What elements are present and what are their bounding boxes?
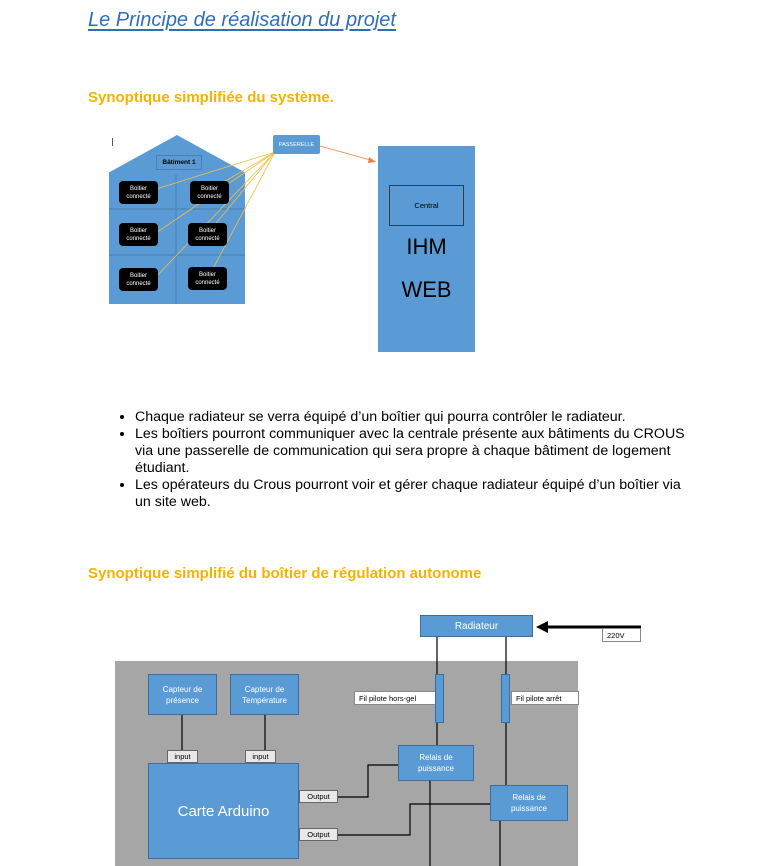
radiator-box: Radiateur bbox=[420, 615, 533, 637]
fuse-arret bbox=[501, 674, 510, 723]
section2-heading: Synoptique simplifié du boîtier de régul… bbox=[88, 565, 482, 582]
input-label: input bbox=[167, 750, 198, 763]
input-label: input bbox=[245, 750, 276, 763]
output-label: Output bbox=[299, 790, 338, 803]
building-label: Bâtiment 1 bbox=[156, 155, 202, 170]
output-label: Output bbox=[299, 828, 338, 841]
fuse-horsgel bbox=[435, 674, 444, 723]
fil-pilote-arret-label: Fil pilote arrêt bbox=[511, 691, 579, 705]
section1-heading: Synoptique simplifiée du système. bbox=[88, 89, 334, 106]
gateway-box: PASSERELLE bbox=[273, 135, 320, 154]
bullet-list: Chaque radiateur se verra équipé d’un bo… bbox=[108, 409, 698, 511]
page-title: Le Principe de réalisation du projet bbox=[88, 9, 396, 31]
list-item: Les opérateurs du Crous pourront voir et… bbox=[135, 477, 698, 511]
web-label: WEB bbox=[401, 277, 452, 302]
voltage-label: 220V bbox=[602, 628, 641, 642]
central-box: Central bbox=[389, 185, 464, 226]
wiring bbox=[181, 621, 641, 866]
arduino-board: Carte Arduino bbox=[148, 763, 299, 859]
text-cursor-mark bbox=[112, 138, 113, 146]
list-item: Chaque radiateur se verra équipé d’un bo… bbox=[135, 409, 698, 426]
ihm-label: IHM bbox=[406, 234, 447, 259]
server-box: Central IHM WEB bbox=[378, 146, 475, 352]
fil-pilote-horsgel-label: Fil pilote hors-gel bbox=[354, 691, 436, 705]
list-item: Les boîtiers pourront communiquer avec l… bbox=[135, 426, 698, 477]
